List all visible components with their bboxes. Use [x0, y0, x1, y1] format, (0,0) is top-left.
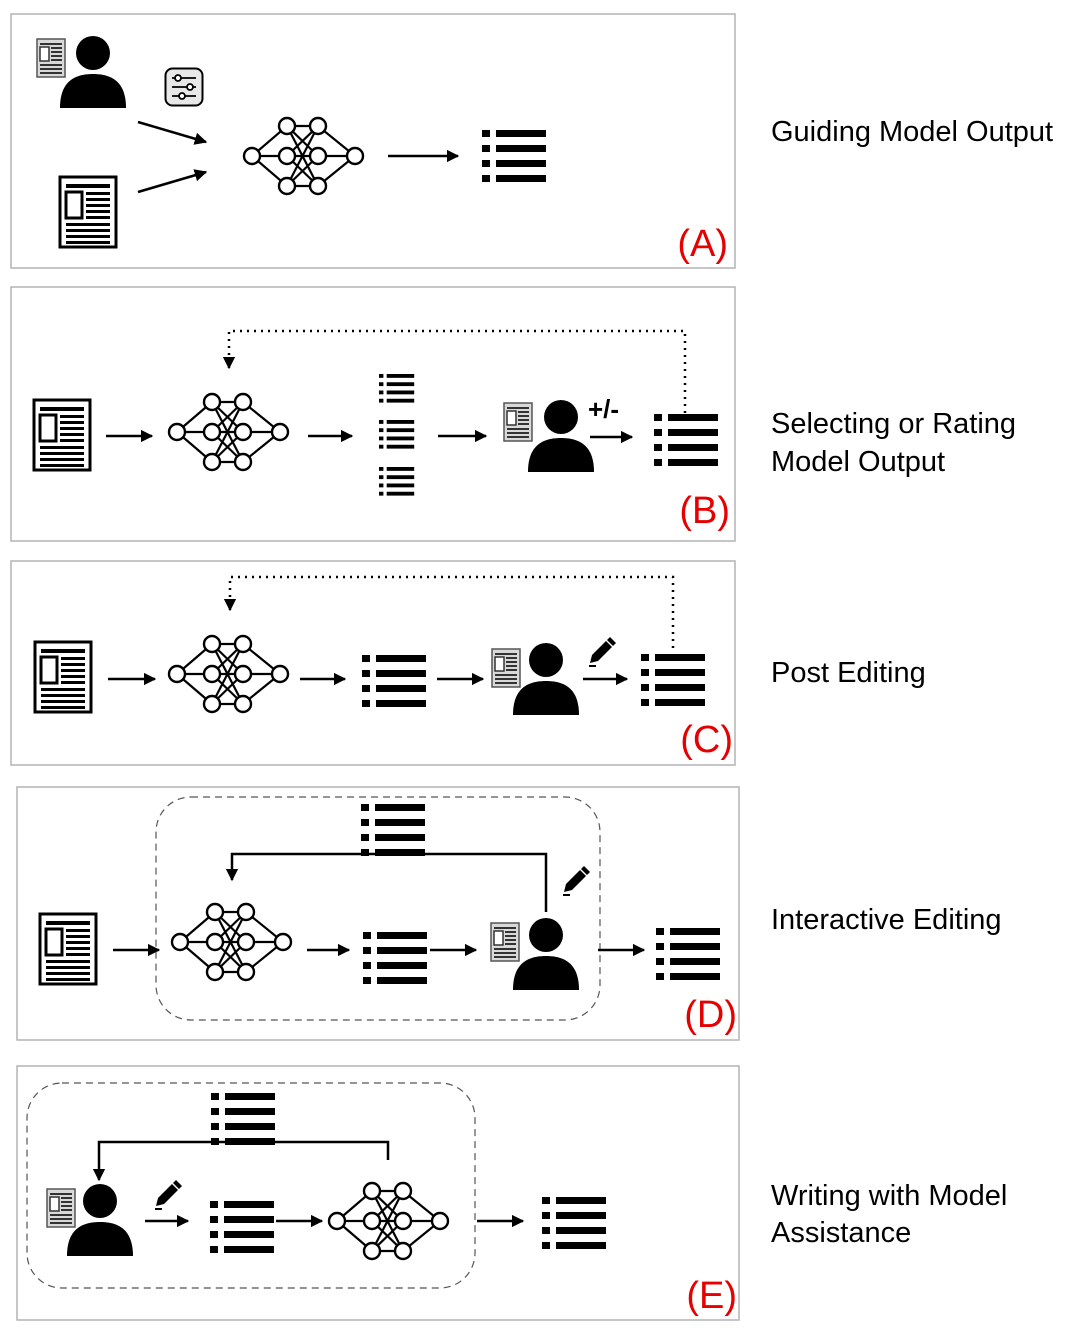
document-icon: [32, 398, 92, 472]
feedback-loop-arrow: [223, 575, 675, 648]
panel-b-frame: [10, 286, 736, 542]
document-icon: [46, 1188, 76, 1228]
document-icon: [33, 640, 93, 714]
feedback-loop-arrow: [222, 329, 687, 413]
document-icon: [38, 912, 98, 986]
panel-d: (D) Interactive Editing: [16, 786, 1002, 1041]
panel-a-frame: [10, 13, 736, 269]
panel-caption-a: Guiding Model Output: [771, 116, 1053, 148]
panel-c-frame: [10, 560, 736, 766]
document-icon: [491, 648, 521, 688]
panel-caption-d: Interactive Editing: [771, 904, 1002, 936]
panel-badge-e: (E): [686, 1275, 737, 1317]
arrow: [137, 169, 208, 194]
document-icon: [36, 38, 66, 78]
panel-caption-b-line2: Model Output: [771, 446, 945, 478]
panel-e: (E) Writing with Model Assistance: [16, 1065, 1007, 1321]
document-icon: [58, 175, 118, 249]
panel-d-frame: [16, 786, 740, 1041]
document-icon: [503, 402, 533, 442]
panel-badge-a: (A): [677, 223, 728, 265]
panel-a: (A) Guiding Model Output: [10, 13, 1053, 269]
panel-caption-b-line1: Selecting or Rating: [771, 408, 1016, 440]
document-icon: [490, 922, 520, 962]
panel-b: +/- (B) Selecting or Rating Model Output: [10, 286, 1016, 542]
panel-caption-e-line2: Assistance: [771, 1217, 911, 1249]
settings-sliders-icon: [164, 67, 204, 107]
panel-badge-b: (B): [679, 490, 730, 532]
rating-label: +/-: [588, 394, 619, 424]
loop-arrow: [92, 1140, 390, 1182]
loop-arrow: [225, 852, 548, 912]
panel-badge-c: (C): [680, 719, 733, 761]
panel-caption-e-line1: Writing with Model: [771, 1180, 1007, 1212]
interactive-loop-boundary: [155, 796, 601, 1021]
panel-c: (C) Post Editing: [10, 560, 926, 766]
panel-badge-d: (D): [684, 994, 737, 1036]
arrow: [137, 120, 208, 145]
panel-caption-c: Post Editing: [771, 657, 926, 689]
